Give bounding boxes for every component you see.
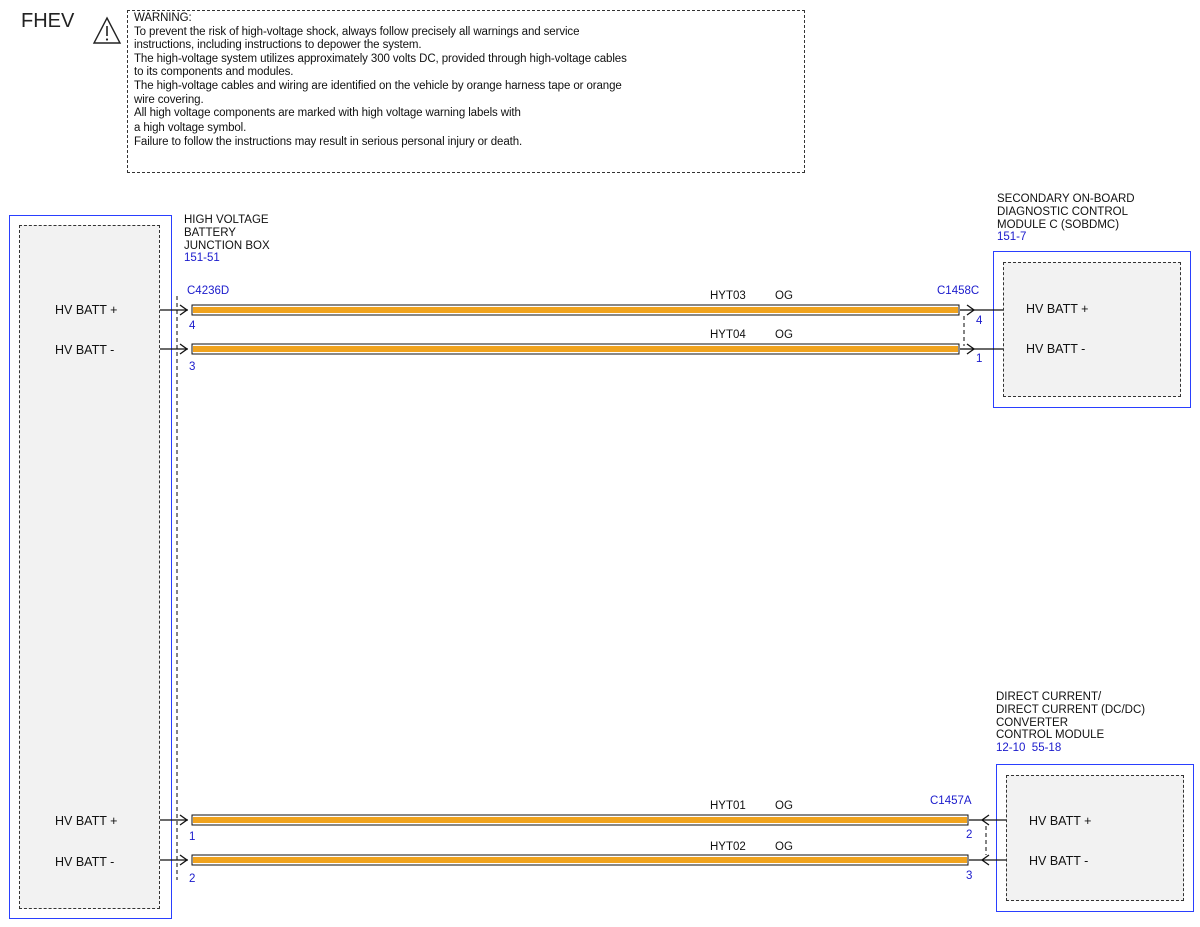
warning-triangle-icon (92, 16, 122, 44)
sobdmc-pin-label: HV BATT - (1026, 342, 1086, 356)
dcdc-converter-module-interior (1006, 775, 1184, 901)
warning-line: to its components and modules. (134, 66, 294, 79)
warning-text: WARNING: To prevent the risk of high-vol… (134, 12, 794, 150)
left-pin-label: HV BATT + (55, 303, 118, 317)
wire-fill (193, 307, 958, 313)
wire-fill (193, 817, 967, 823)
wire-hyt03 (160, 304, 1003, 316)
wire-circuit-label: HYT04 (710, 329, 746, 341)
wire-hyt02 (160, 854, 1006, 866)
pin-number: 1 (189, 831, 196, 843)
connector-c1457a: C1457A (930, 795, 972, 807)
pin-number: 4 (976, 315, 983, 327)
pin-number: 2 (189, 873, 196, 885)
sobdmc-pin-label: HV BATT + (1026, 302, 1089, 316)
warning-line: instructions, including instructions to … (134, 39, 422, 52)
warning-line: The high-voltage system utilizes approxi… (134, 52, 627, 65)
wire-hyt01 (160, 814, 1006, 826)
wire-fill (193, 346, 958, 352)
connector-c1458c: C1458C (937, 285, 980, 297)
wire-color-label: OG (775, 800, 793, 812)
warning-title: WARNING: (134, 12, 192, 24)
top-right-module-ref: 151-7 (997, 231, 1027, 244)
wire-hyt04 (160, 343, 1003, 355)
left-pin-label: HV BATT + (55, 814, 118, 828)
wire-fill (193, 857, 967, 863)
warning-line: All high voltage components are marked w… (134, 107, 521, 120)
dcdc-pin-label: HV BATT - (1029, 854, 1089, 868)
pin-number: 1 (976, 353, 983, 365)
connector-c4236d: C4236D (187, 285, 230, 297)
warning-line: The high-voltage cables and wiring are i… (134, 79, 622, 92)
left-pin-label: HV BATT - (55, 343, 115, 357)
left-module-ref: 151-51 (184, 252, 220, 265)
bottom-right-module-ref: 12-10 55-18 (996, 742, 1062, 755)
wire-color-label: OG (775, 841, 793, 853)
left-pin-label: HV BATT - (55, 855, 115, 869)
warning-box (127, 10, 805, 173)
bottom-right-module-title: DIRECT CURRENT/ DIRECT CURRENT (DC/DC) C… (996, 691, 1146, 755)
pin-number: 4 (189, 320, 196, 332)
wire-circuit-label: HYT01 (710, 800, 746, 812)
dcdc-pin-label: HV BATT + (1029, 814, 1092, 828)
wire-circuit-label: HYT02 (710, 841, 746, 853)
wire-color-label: OG (775, 329, 793, 341)
hv-battery-junction-box-interior (19, 225, 160, 909)
sobdmc-module-interior (1003, 262, 1181, 397)
wire-color-label: OG (775, 290, 793, 302)
pin-number: 2 (966, 829, 973, 841)
left-module-title: HIGH VOLTAGE BATTERY JUNCTION BOX 151-51 (184, 214, 270, 265)
pin-number: 3 (189, 361, 196, 373)
warning-line: Failure to follow the instructions may r… (134, 136, 523, 149)
warning-line: wire covering. (134, 93, 204, 106)
warning-line: To prevent the risk of high-voltage shoc… (134, 25, 580, 38)
vehicle-tag: FHEV (21, 10, 75, 32)
top-right-module-title: SECONDARY ON-BOARD DIAGNOSTIC CONTROL MO… (997, 193, 1135, 244)
pin-number: 3 (966, 870, 973, 882)
wire-circuit-label: HYT03 (710, 290, 746, 302)
warning-line: a high voltage symbol. (134, 121, 247, 134)
